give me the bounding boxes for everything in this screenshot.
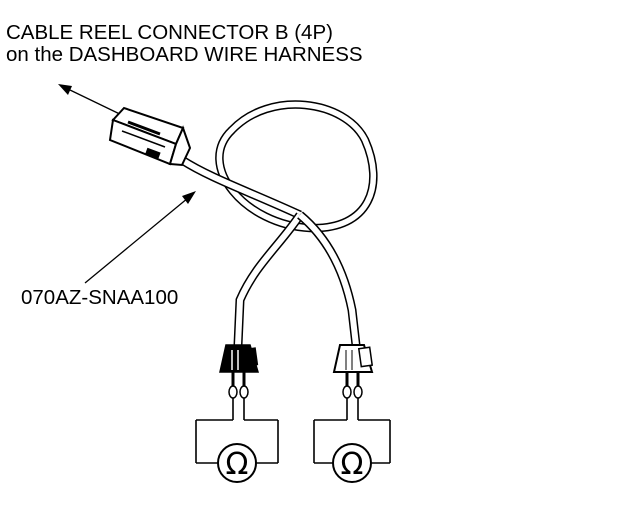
part-number-label: 070AZ-SNAA100 xyxy=(21,286,178,309)
ohmmeter-icon: Ω xyxy=(313,398,391,483)
connector-label-line2: on the DASHBOARD WIRE HARNESS xyxy=(6,43,363,66)
ohmmeter-icon: Ω xyxy=(195,398,279,483)
ohm-symbol-left: Ω xyxy=(226,447,249,482)
cable-branch-left xyxy=(233,212,304,346)
test-probe-clip-left xyxy=(219,344,260,399)
ohm-symbol-right: Ω xyxy=(341,447,364,482)
connector-label-line1: CABLE REEL CONNECTOR B (4P) xyxy=(6,21,333,44)
harness-connector-icon xyxy=(108,106,192,167)
cable-leader-arrow xyxy=(84,191,196,284)
cable-main-run xyxy=(179,156,302,220)
test-probe-clip-right xyxy=(332,344,374,399)
connector-leader-arrow xyxy=(58,84,129,119)
cable-branch-right xyxy=(297,211,361,346)
